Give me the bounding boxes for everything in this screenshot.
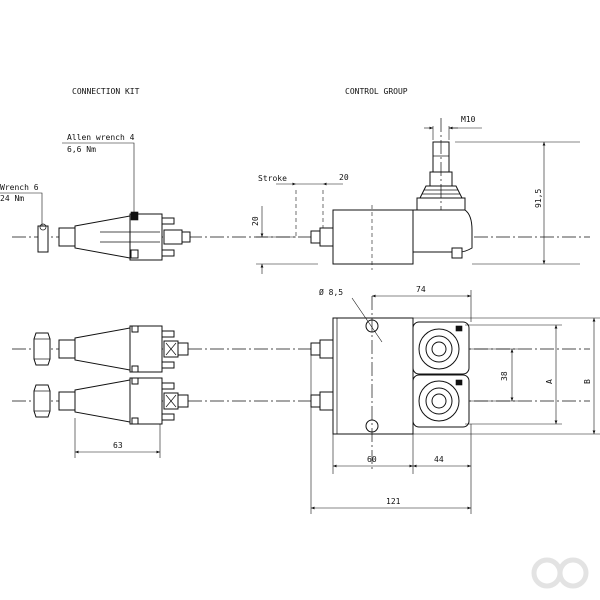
dim-spacing-38: 38 (500, 371, 509, 381)
hole-leader (351, 297, 383, 343)
connection-kit-top (12, 211, 590, 261)
allen-leader (62, 142, 135, 212)
wrench-label: Wrench 6 (0, 183, 39, 192)
dim-b: B (583, 379, 592, 384)
stroke-label: Stroke (258, 174, 287, 183)
dim-width-121: 121 (386, 497, 401, 506)
top-dimensions: Ø 8,5 74 38 A B 60 44 121 (310, 285, 600, 514)
wrench-leader (0, 192, 43, 226)
control-group-side (295, 118, 473, 270)
allen-screw (130, 211, 139, 221)
fitting-top (58, 227, 76, 247)
wrench-torque-label: 24 Nm (0, 194, 24, 203)
dim-width-74: 74 (416, 285, 426, 294)
dim-kit-length: 63 (113, 441, 123, 450)
dim-hole-dia: Ø 8,5 (319, 287, 343, 297)
actuator-housing (412, 209, 473, 253)
connection-kit-bottom: 63 (12, 325, 590, 458)
allen-torque-label: 6,6 Nm (67, 145, 96, 154)
inlet-port-side (319, 227, 334, 247)
actuator-top-2 (412, 374, 470, 428)
dim-total-height: 91,5 (534, 189, 543, 208)
kit-callouts: Allen wrench 4 6,6 Nm Wrench 6 24 Nm (0, 133, 135, 226)
control-group-top (310, 296, 470, 470)
side-dimensions: M10 91,5 Stroke 20 20 (251, 115, 580, 274)
allen-wrench-label: Allen wrench 4 (67, 133, 135, 142)
brand-logo (531, 557, 589, 589)
connection-kit-title: CONNECTION KIT (72, 87, 140, 96)
nut-top (37, 225, 49, 253)
valve-body-side (332, 209, 414, 265)
taper-body-top (74, 215, 131, 259)
dim-width-60: 60 (367, 455, 377, 464)
dim-m10: M10 (461, 115, 476, 124)
plug-top (163, 229, 183, 245)
dim-stroke: 20 (339, 173, 349, 182)
control-group-title: CONTROL GROUP (345, 87, 408, 96)
dim-width-44: 44 (434, 455, 444, 464)
valve-body-top (332, 317, 414, 435)
dim-a: A (545, 379, 554, 384)
dim-left-height: 20 (251, 216, 260, 226)
